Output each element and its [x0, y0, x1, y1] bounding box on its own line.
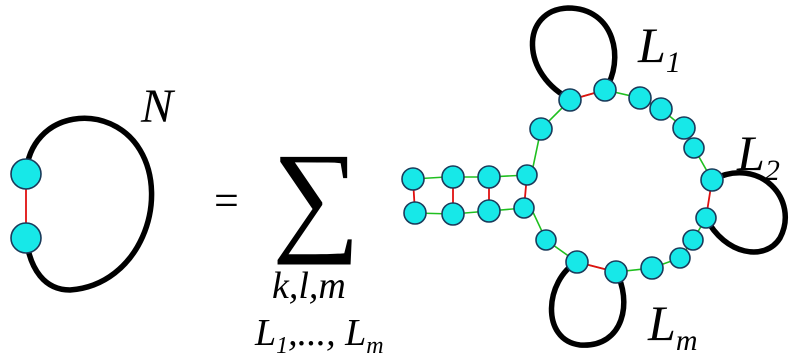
loop-node	[565, 250, 589, 274]
stem-node	[477, 199, 501, 223]
loop-arc-Lm	[548, 259, 627, 348]
sum-subscript-indices: k,l,m	[272, 265, 346, 307]
rhs-structure	[401, 5, 788, 348]
loop-arc-L2	[703, 170, 788, 255]
loop-node	[640, 256, 664, 280]
stem-node	[441, 165, 465, 189]
stem-node	[477, 165, 501, 189]
loop-node	[593, 78, 617, 102]
stem-node	[441, 202, 465, 226]
stem-node	[516, 164, 538, 186]
loop-node	[535, 229, 557, 251]
lhs-node-bottom	[10, 222, 42, 254]
loop-node	[649, 97, 673, 121]
stem-node	[513, 197, 535, 219]
loop-label-Lm: Lm	[647, 295, 697, 356]
loop-arc-L1	[529, 5, 618, 103]
loop-label-L1: L1	[637, 17, 681, 79]
loop-node	[695, 207, 717, 229]
stem-node	[403, 201, 427, 225]
loop-node	[628, 86, 652, 110]
loop-node	[683, 137, 705, 159]
loop-node	[558, 88, 582, 112]
lhs-structure	[10, 115, 155, 293]
loop-node	[682, 229, 704, 251]
loop-label-L2: L2	[736, 125, 780, 187]
lhs-arc	[23, 115, 155, 293]
sum-symbol: ∑	[272, 128, 360, 265]
stem-node	[401, 167, 425, 191]
loop-node	[700, 168, 724, 192]
loop-node	[529, 117, 553, 141]
loop-node	[604, 260, 628, 284]
lhs-node-top	[10, 158, 42, 190]
sum-subscript-loops: L1,..., Lm	[254, 312, 384, 356]
lhs-label: N	[140, 80, 176, 133]
loop-node	[672, 116, 696, 140]
equals-sign: =	[214, 176, 239, 225]
loop-node	[669, 247, 691, 269]
